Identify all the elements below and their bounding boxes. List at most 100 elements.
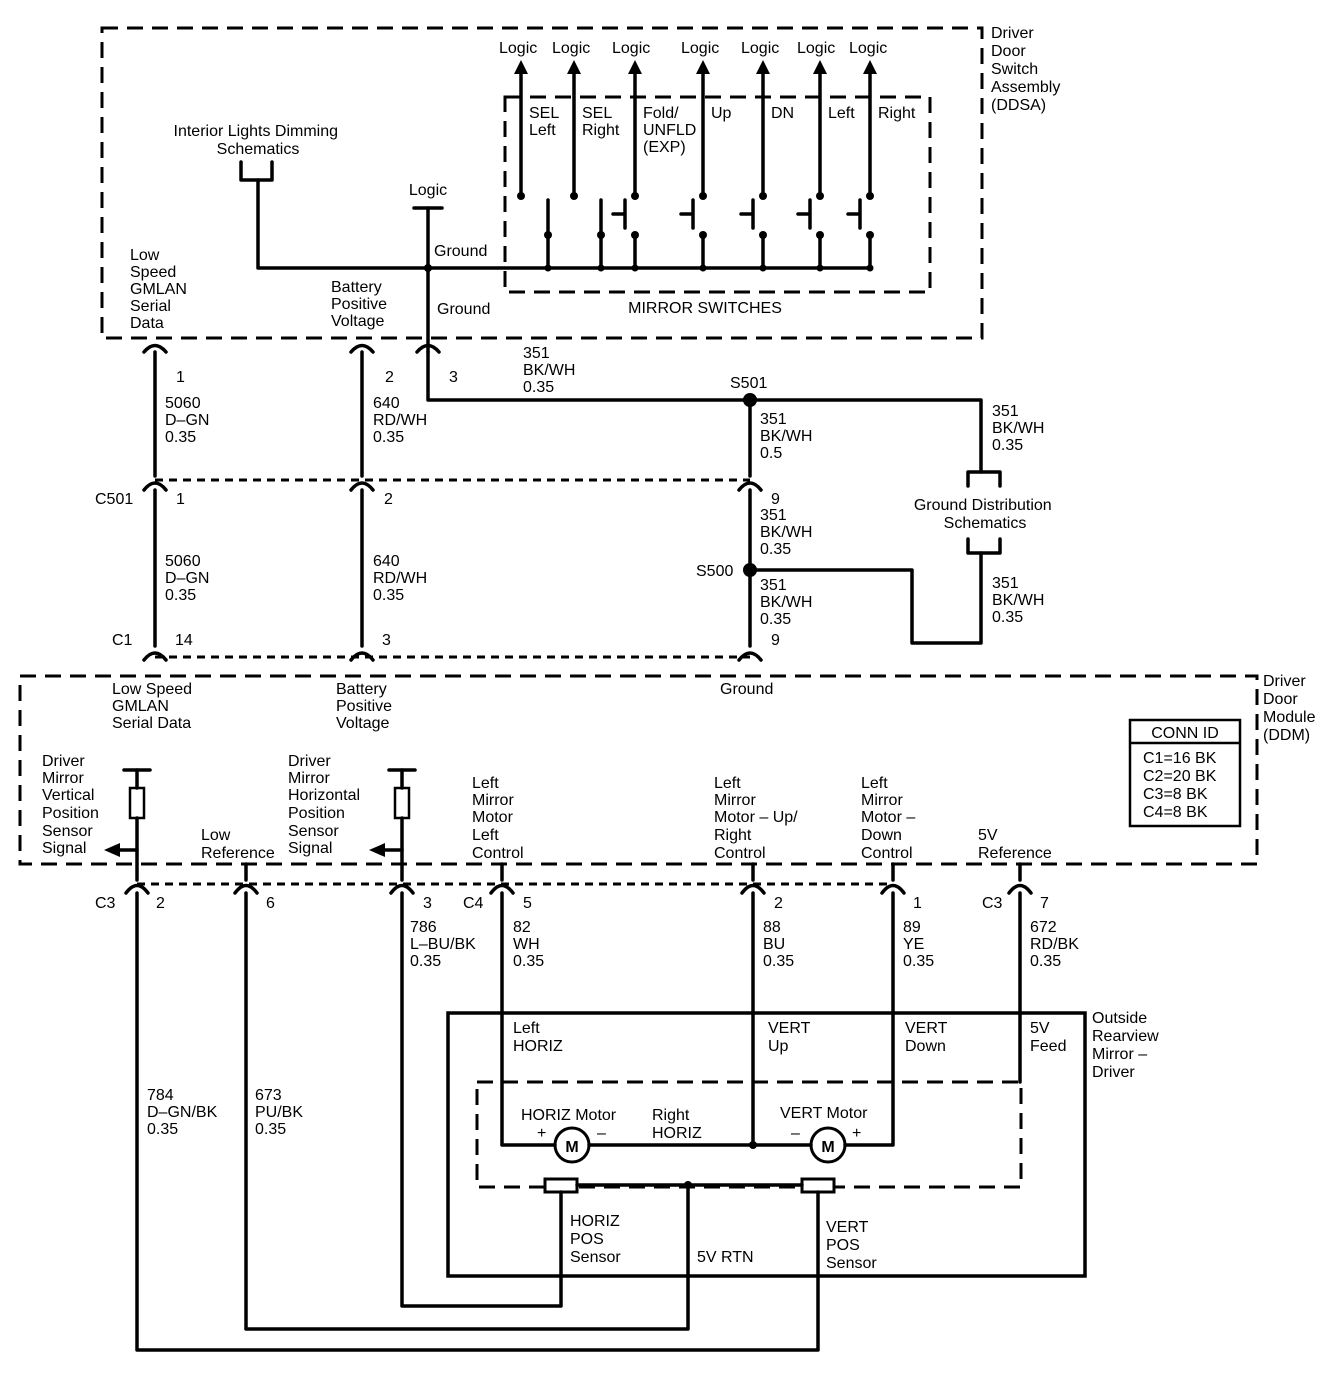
c1-name: C1 bbox=[112, 632, 133, 649]
c3-pin-6: 6 bbox=[266, 895, 275, 912]
horiz-motor-minus: – bbox=[597, 1125, 606, 1142]
switch-function-label: DN bbox=[771, 105, 794, 122]
mirror-5v-feed: 5V Feed bbox=[1030, 1020, 1066, 1055]
horiz-sensor-circuit bbox=[369, 768, 417, 882]
ground-distribution-label: Ground Distribution Schematics bbox=[914, 497, 1056, 532]
ground-inner-label: Ground bbox=[434, 243, 487, 260]
splice-s501-label: S501 bbox=[730, 375, 767, 392]
conn-id-title: CONN ID bbox=[1151, 725, 1219, 742]
horiz-pos-sensor bbox=[543, 1177, 579, 1194]
ddm-low-speed-label: Low Speed GMLAN Serial Data bbox=[112, 681, 197, 732]
c4-pin-5: 5 bbox=[523, 895, 532, 912]
vert-pos-sensor bbox=[800, 1177, 836, 1194]
ddsa-low-speed-label: Low Speed GMLAN Serial Data bbox=[130, 247, 191, 332]
mirror-vert-up: VERT Up bbox=[768, 1020, 815, 1055]
ddm-down-control-label: Left Mirror Motor – Down Control bbox=[861, 775, 920, 862]
ddsa-connector-pins: 1 2 3 bbox=[142, 343, 458, 386]
switch-logic-label: Logic bbox=[612, 40, 650, 57]
switch-logic-label: Logic bbox=[552, 40, 590, 57]
switch-function-label: Left bbox=[828, 105, 855, 122]
c501-pin-9: 9 bbox=[771, 491, 780, 508]
switch-function-label: Fold/UNFLD(EXP) bbox=[643, 105, 696, 156]
logic-label: Logic bbox=[409, 182, 447, 199]
c3-name-left: C3 bbox=[95, 895, 116, 912]
ddsa-battery-label: Battery Positive Voltage bbox=[331, 279, 391, 330]
vert-motor-label: VERT Motor bbox=[780, 1105, 868, 1122]
connector-c501: C501 1 2 9 bbox=[95, 478, 780, 508]
c501-name: C501 bbox=[95, 491, 133, 508]
mirror-label: Outside Rearview Mirror – Driver bbox=[1092, 1010, 1163, 1081]
ddsa-label: Driver Door Switch Assembly (DDSA) bbox=[991, 25, 1065, 114]
ddm-up-control-label: Left Mirror Motor – Up/ Right Control bbox=[714, 775, 802, 862]
conn-id-box: CONN ID C1=16 BK C2=20 BK C3=8 BK C4=8 B… bbox=[1128, 718, 1242, 828]
ddm-ground-label: Ground bbox=[720, 681, 773, 698]
switch-logic-label: Logic bbox=[499, 40, 537, 57]
c501-pin-1: 1 bbox=[176, 491, 185, 508]
ddm-vert-sensor-label: Driver Mirror Vertical Position Sensor S… bbox=[42, 753, 103, 857]
switch-function-label: Right bbox=[878, 105, 916, 122]
vert-sensor-circuit bbox=[104, 768, 152, 882]
ddm-horiz-sensor-label: Driver Mirror Horizontal Position Sensor… bbox=[288, 753, 364, 857]
c1-pin-3: 3 bbox=[382, 632, 391, 649]
mirror-left-horiz: Left HORIZ bbox=[513, 1020, 563, 1055]
horiz-motor-label: HORIZ Motor bbox=[521, 1107, 617, 1124]
connector-c1: C1 14 3 9 bbox=[112, 632, 780, 662]
mirror-vert-down: VERT Down bbox=[905, 1020, 952, 1055]
horiz-pos-label: HORIZ POS Sensor bbox=[570, 1213, 624, 1266]
switch-logic-label: Logic bbox=[797, 40, 835, 57]
ddm-label: Driver Door Module (DDM) bbox=[1263, 673, 1320, 744]
c1-pin-14: 14 bbox=[175, 632, 193, 649]
vert-motor-m: M bbox=[821, 1139, 834, 1156]
ddm-left-control-label: Left Mirror Motor Left Control bbox=[472, 775, 524, 862]
horiz-motor-m: M bbox=[565, 1139, 578, 1156]
ddm-module: Driver Door Module (DDM) Low Speed GMLAN… bbox=[18, 673, 1320, 882]
vert-motor-plus: + bbox=[852, 1125, 861, 1142]
ddsa-pin-3: 3 bbox=[449, 369, 458, 386]
ddsa-assembly: Driver Door Switch Assembly (DDSA) Inter… bbox=[100, 25, 1065, 354]
c3-pin-2: 2 bbox=[156, 895, 165, 912]
vert-pos-label: VERT POS Sensor bbox=[826, 1219, 877, 1272]
splice-s501-dot bbox=[743, 393, 757, 407]
c1-pin-9: 9 bbox=[771, 632, 780, 649]
c4-name: C4 bbox=[463, 895, 484, 912]
horiz-motor-plus: + bbox=[537, 1125, 546, 1142]
conn-id-lines: C1=16 BK C2=20 BK C3=8 BK C4=8 BK bbox=[1143, 750, 1221, 821]
ddm-battery-label: Battery Positive Voltage bbox=[336, 681, 396, 732]
switch-logic-label: Logic bbox=[681, 40, 719, 57]
ddm-low-ref-label: Low Reference bbox=[201, 827, 275, 862]
c501-pin-2: 2 bbox=[384, 491, 393, 508]
ddm-5v-ref-label: 5V Reference bbox=[978, 827, 1052, 862]
c3-name-right: C3 bbox=[982, 895, 1003, 912]
c4-pin-1: 1 bbox=[913, 895, 922, 912]
switch-logic-label: Logic bbox=[741, 40, 779, 57]
ddsa-pin-1: 1 bbox=[176, 369, 185, 386]
ddsa-pin-2: 2 bbox=[385, 369, 394, 386]
splice-s500-label: S500 bbox=[696, 563, 733, 580]
c3-pin-7: 7 bbox=[1040, 895, 1049, 912]
